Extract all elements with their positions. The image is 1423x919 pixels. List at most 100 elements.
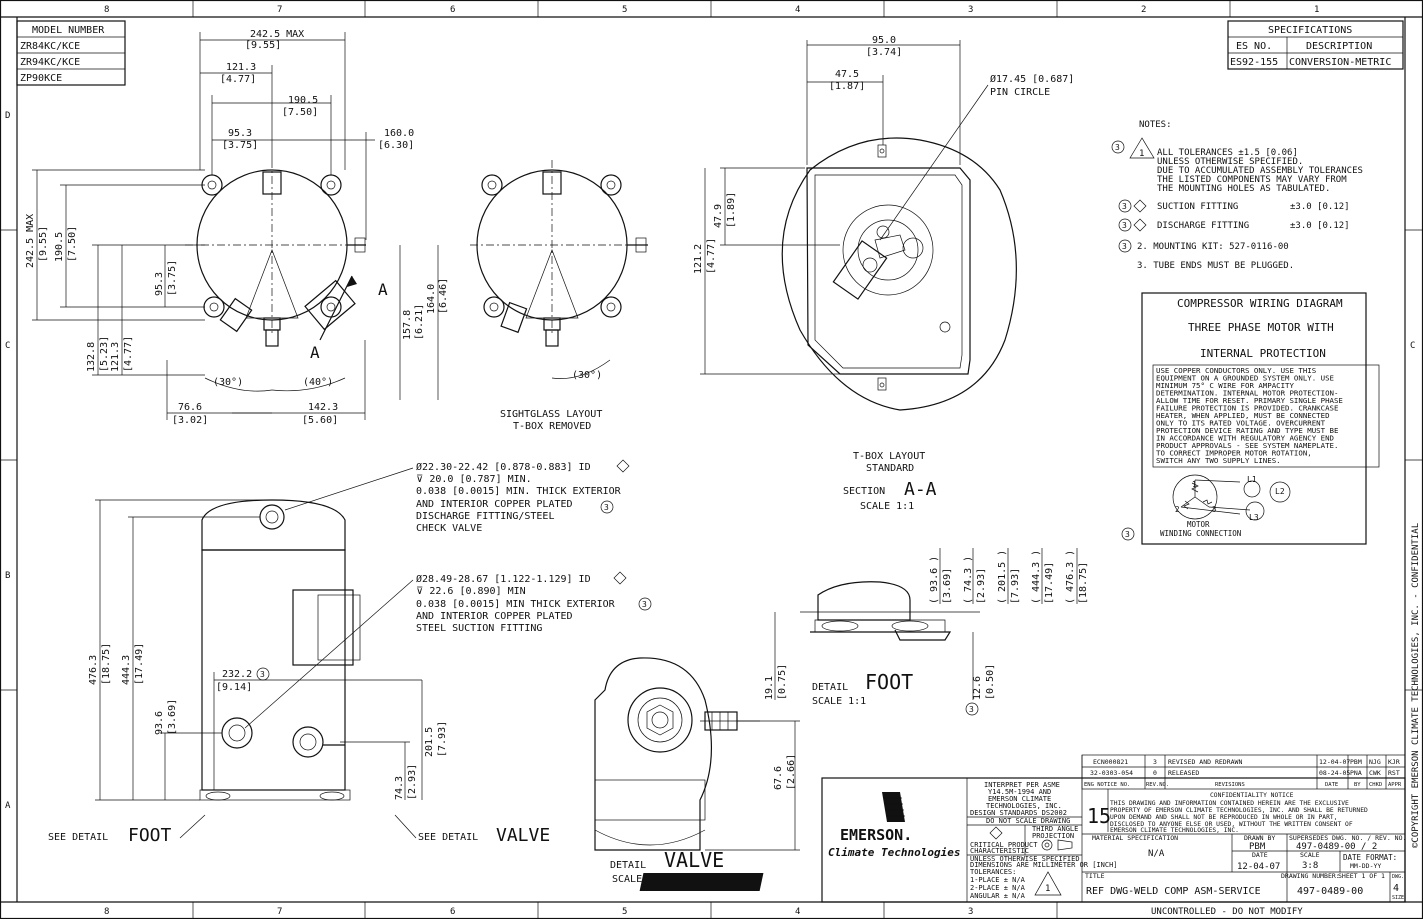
tbox-dim-47-5: 47.5 — [835, 69, 859, 80]
interpret-3: EMERSON CLIMATE — [988, 795, 1051, 803]
tbox-dim-v-47-9: 47.9 — [713, 204, 724, 228]
valve-dim-67-6: 67.6 — [773, 766, 784, 790]
copyright-notice: ©COPYRIGHT EMERSON CLIMATE TECHNOLOGIES,… — [1411, 523, 1421, 848]
side-dim-444-3-in: [17.49] — [134, 643, 145, 685]
tbox-dim-v-121-2: 121.2 — [693, 244, 704, 274]
drawing-title: REF DWG-WELD COMP ASM-SERVICE — [1086, 886, 1261, 897]
note-2: 2. MOUNTING KIT: 527-0116-00 — [1137, 242, 1289, 252]
rev-1-ecn: ECN000821 — [1093, 758, 1128, 766]
dim-v-190-5: 190.5 — [54, 232, 65, 262]
zone-top-3: 3 — [968, 5, 973, 15]
confidentiality-5: EMERSON CLIMATE TECHNOLOGIES, INC. — [1110, 827, 1239, 834]
dim-v-157-8-in: [6.21] — [414, 304, 425, 340]
dim-95-3: 95.3 — [228, 128, 252, 139]
zone-left-a: A — [5, 801, 11, 811]
side-dim-74-3: 74.3 — [394, 776, 405, 800]
zone-top-8: 8 — [104, 5, 109, 15]
size-label: SIZE — [1392, 895, 1404, 901]
rev-0-desc: RELEASED — [1168, 769, 1199, 777]
section-a-marker-bottom: A — [310, 343, 320, 362]
supersedes-label: SUPERSEDES DWG. NO. / REV. NO. — [1289, 834, 1406, 842]
rev-0-no: 0 — [1153, 769, 1157, 777]
valve-detail-dimensions: 67.6 [2.66] DETAIL VALVE SCALE 3:4 — [610, 720, 800, 885]
wiring-text-6: FAILURE PROTECTION IS PROVIDED. CRANKCAS… — [1156, 404, 1338, 413]
tbox-dim-95-in: [3.74] — [866, 47, 902, 58]
foot-dim-4: ( 444.3 ) — [1031, 550, 1042, 604]
drawn-by-value: PBM — [1249, 842, 1266, 852]
valve-detail-label-big: VALVE — [664, 848, 724, 872]
svg-text:3: 3 — [1122, 242, 1127, 251]
unless-3: TOLERANCES: — [970, 868, 1016, 876]
suction-callout-1: Ø28.49-28.67 [1.122-1.129] ID — [416, 573, 591, 585]
interpret-5: DESIGN STANDARDS DS2002 — [970, 809, 1067, 817]
side-dim-444-3: 444.3 — [121, 655, 132, 685]
foot-dim-3: ( 201.5 ) — [997, 550, 1008, 604]
side-dim-476-3-in: [18.75] — [101, 643, 112, 685]
sightglass-label-1: SIGHTGLASS LAYOUT — [500, 409, 602, 420]
zone-top-2: 2 — [1141, 5, 1146, 15]
terminal-2: 2 — [1175, 505, 1180, 514]
foot-dim-5: ( 476.3 ) — [1065, 550, 1076, 604]
tbox-label-1: T-BOX LAYOUT — [853, 451, 925, 462]
foot-dim-2-in: [2.93] — [976, 568, 987, 604]
zone-bottom-4: 4 — [795, 907, 800, 917]
valve-dim-67-6-in: [2.66] — [786, 754, 797, 790]
svg-text:1: 1 — [1045, 884, 1050, 894]
note-suction-tolerance: ±3.0 [0.12] — [1290, 202, 1350, 212]
note-discharge-tolerance: ±3.0 [0.12] — [1290, 221, 1350, 231]
foot-detail-dimensions: ( 93.6 ) [3.69] ( 74.3 ) [2.93] ( 201.5 … — [764, 548, 1089, 716]
rev-header-appr: APPR — [1388, 782, 1402, 788]
svg-text:3: 3 — [1122, 221, 1127, 230]
discharge-fitting-callout: Ø22.30-22.42 [0.878-0.883] ID ⊽ 20.0 [0.… — [284, 459, 630, 534]
wiring-text-8: ONLY TO ITS RATED VOLTAGE. OVERCURRENT — [1156, 419, 1326, 428]
wiring-text-11: PRODUCT APPROVALS - SEE SYSTEM NAMEPLATE… — [1156, 441, 1338, 450]
foot-dim-1: ( 93.6 ) — [929, 556, 940, 604]
unless-6: ANGULAR ± N/A — [970, 892, 1026, 900]
note-1-line-3: DUE TO ACCUMULATED ASSEMBLY TOLERANCES — [1157, 166, 1363, 176]
title-block-fields: MATERIAL SPECIFICATION N/A DRAWN BY PBM … — [1082, 833, 1406, 902]
emerson-logo: EMERSON. Climate Technologies — [828, 792, 960, 859]
unless-4: 1-PLACE ± N/A — [970, 876, 1026, 884]
section-a-marker-top: A — [378, 280, 388, 299]
tbox-dim-47-5-in: [1.87] — [829, 81, 865, 92]
note-discharge-label: DISCHARGE FITTING — [1157, 221, 1249, 231]
terminal-3: 3 — [1212, 505, 1217, 514]
svg-text:3: 3 — [1115, 143, 1120, 152]
tbox-dim-v-47-9-in: [1.89] — [726, 192, 737, 228]
wiring-diagram-box: COMPRESSOR WIRING DIAGRAM THREE PHASE MO… — [1121, 292, 1380, 545]
terminal-1: 1 — [1192, 480, 1197, 489]
specs-title: SPECIFICATIONS — [1268, 25, 1352, 36]
zone-top-6: 6 — [450, 5, 455, 15]
model-table-header: MODEL NUMBER — [32, 25, 105, 36]
wiring-text-12: TO CORRECT IMPROPER MOTOR ROTATION, — [1156, 449, 1312, 458]
drawing-number-label: DRAWING NUMBER: — [1281, 872, 1340, 880]
model-row-3: ZP90KCE — [20, 73, 62, 84]
angle-40: (40°) — [303, 377, 333, 388]
rev-0-ecn: 32-0303-054 — [1090, 769, 1133, 777]
foot-dim-2: ( 74.3 ) — [963, 556, 974, 604]
motor-label: MOTOR — [1187, 520, 1210, 529]
dwg-rev-label: DWG. — [1392, 874, 1404, 880]
foot-detail-scale: SCALE 1:1 — [812, 696, 866, 707]
copeland-logo: Copeland — [639, 873, 910, 891]
tbox-scale: SCALE 1:1 — [860, 501, 914, 512]
title-label: TITLE — [1085, 872, 1105, 880]
scale-value: 3:8 — [1302, 861, 1318, 871]
rev-header-rev: REV.NO. — [1146, 782, 1169, 788]
model-row-1: ZR84KC/KCE — [20, 41, 80, 52]
notes-title: NOTES: — [1139, 120, 1172, 130]
line-l2: L2 — [1275, 487, 1285, 496]
motor-winding-symbol — [1172, 474, 1218, 520]
discharge-callout-4: AND INTERIOR COPPER PLATED — [416, 499, 573, 510]
suction-fitting-callout: Ø28.49-28.67 [1.122-1.129] ID ⊽ 22.6 [0.… — [244, 571, 652, 729]
wiring-text-4: DETERMINATION. INTERNAL MOTOR PROTECTION… — [1156, 389, 1338, 398]
side-dim-74-3-in: [2.93] — [407, 764, 418, 800]
foot-detail-label: DETAIL — [812, 682, 848, 693]
notes-block: NOTES: 3 1 ALL TOLERANCES ±1.5 [0.06] UN… — [1111, 120, 1363, 271]
dim-v-132-8-in: [5.23] — [99, 336, 110, 372]
dim-height-max-in: [9.55] — [38, 226, 49, 262]
side-dim-232-2-in: [9.14] — [216, 682, 252, 693]
emerson-wordmark: EMERSON. — [840, 826, 912, 844]
material-label: MATERIAL SPECIFICATION — [1092, 834, 1178, 842]
note-suction-label: SUCTION FITTING — [1157, 202, 1238, 212]
